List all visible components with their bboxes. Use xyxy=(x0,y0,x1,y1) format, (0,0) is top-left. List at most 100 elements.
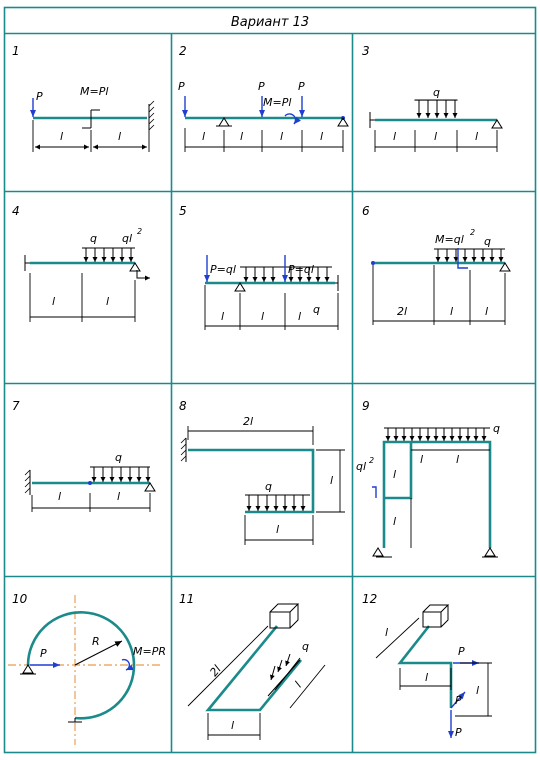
dim-label: l xyxy=(117,490,120,503)
label-force: P xyxy=(178,80,185,93)
dim-label: l xyxy=(221,310,224,323)
label-exponent: 2 xyxy=(137,227,142,236)
dim-label: l xyxy=(106,295,109,308)
cell-number-11: 11 xyxy=(179,592,194,606)
dim-label: l xyxy=(425,671,428,684)
label-force: P xyxy=(455,726,462,739)
label-force: P xyxy=(40,647,47,660)
scheme-3: q l l l xyxy=(369,86,503,152)
label-load: q xyxy=(90,232,97,245)
moment-symbol xyxy=(82,109,100,129)
dim-label: l xyxy=(298,310,301,323)
dim-label: l xyxy=(420,453,423,466)
frame xyxy=(397,625,453,708)
ring xyxy=(26,611,136,720)
dim-label: 2l xyxy=(243,415,253,428)
cell-number-8: 8 xyxy=(179,399,187,413)
label-exponent: 2 xyxy=(470,228,475,237)
label-force: P xyxy=(258,80,265,93)
dim-label: l xyxy=(434,130,437,143)
dim-label: l xyxy=(330,474,333,487)
moment-symbol xyxy=(457,248,468,269)
cell-number-5: 5 xyxy=(179,204,187,218)
cell-number-12: 12 xyxy=(362,592,377,606)
scheme-6: M=ql 2 q 2l l l xyxy=(371,228,511,325)
scheme-4: q ql 2 l l xyxy=(24,227,150,322)
dim-label: l xyxy=(60,130,63,143)
label-moment: M=ql xyxy=(435,233,464,246)
label-force: P xyxy=(458,645,465,658)
label-radius: R xyxy=(92,635,100,648)
label-force: P xyxy=(36,90,43,103)
cell-number-7: 7 xyxy=(12,399,20,413)
cell-number-6: 6 xyxy=(362,204,370,218)
frame xyxy=(382,440,492,548)
label-force: P xyxy=(455,694,462,707)
cell-number-2: 2 xyxy=(179,44,187,58)
dim-label: l xyxy=(393,130,396,143)
scheme-11: q 2l l l xyxy=(187,603,326,740)
label-moment: M=Pl xyxy=(263,96,291,109)
dim-label: l xyxy=(456,453,459,466)
scheme-9: q ql 2 l l l l xyxy=(356,422,500,558)
moment-symbol xyxy=(284,113,301,125)
frame xyxy=(205,625,303,712)
moment-symbol xyxy=(372,486,377,498)
scheme-2: P P P M=Pl l l l l xyxy=(178,80,349,152)
scheme-8: q 2l l l xyxy=(180,415,345,545)
dim-label: 2l xyxy=(397,305,407,318)
label-load: q xyxy=(313,303,320,316)
scheme-12: l P l l P P xyxy=(375,604,492,739)
scheme-10: P R M=PR xyxy=(8,595,166,745)
frame xyxy=(188,448,315,514)
label-moment: M=PR xyxy=(133,645,166,658)
distributed-load-arrows xyxy=(385,428,487,441)
label-load: q xyxy=(484,235,491,248)
moment-symbol xyxy=(136,270,150,281)
fixed-support-block xyxy=(269,611,291,629)
label-force: P=ql xyxy=(288,263,314,276)
dim-label: l xyxy=(485,305,488,318)
dim-label: l xyxy=(320,130,323,143)
dim-label: l xyxy=(202,130,205,143)
fixed-support-block xyxy=(422,611,442,628)
cell-number-4: 4 xyxy=(12,204,20,218)
dim-label: l xyxy=(292,679,304,690)
moment-symbol xyxy=(121,658,134,671)
dim-label: l xyxy=(393,468,396,481)
dim-label: l xyxy=(231,719,234,732)
scheme-1: P M=Pl l l xyxy=(30,85,155,152)
cell-number-9: 9 xyxy=(362,399,370,413)
cell-number-10: 10 xyxy=(12,592,28,606)
label-moment: ql xyxy=(122,232,132,245)
label-moment: M=Pl xyxy=(80,85,108,98)
cell-number-3: 3 xyxy=(362,44,370,58)
dim-label: l xyxy=(393,515,396,528)
label-load: q xyxy=(115,451,122,464)
scheme-7: q l l xyxy=(24,451,156,512)
dim-label: l xyxy=(385,626,388,639)
dim-label: l xyxy=(261,310,264,323)
label-load: q xyxy=(265,480,272,493)
label-moment: ql xyxy=(356,460,366,473)
frame xyxy=(384,442,413,500)
sheet-grid xyxy=(3,6,537,754)
label-load: q xyxy=(433,86,440,99)
dim-label: l xyxy=(240,130,243,143)
dim-label: l xyxy=(450,305,453,318)
dim-label: l xyxy=(476,684,479,697)
dim-label: l xyxy=(280,130,283,143)
label-exponent: 2 xyxy=(369,456,374,465)
label-force: P=ql xyxy=(210,263,236,276)
label-load: q xyxy=(493,422,500,435)
dim-label: l xyxy=(475,130,478,143)
scheme-5: P=ql P=ql q l l l xyxy=(204,255,339,330)
dim-label: l xyxy=(58,490,61,503)
dim-label: 2l xyxy=(207,663,223,679)
label-force: P xyxy=(298,80,305,93)
dim-label: l xyxy=(118,130,121,143)
dim-label: l xyxy=(276,523,279,536)
sheet-title: Вариант 13 xyxy=(231,15,309,30)
